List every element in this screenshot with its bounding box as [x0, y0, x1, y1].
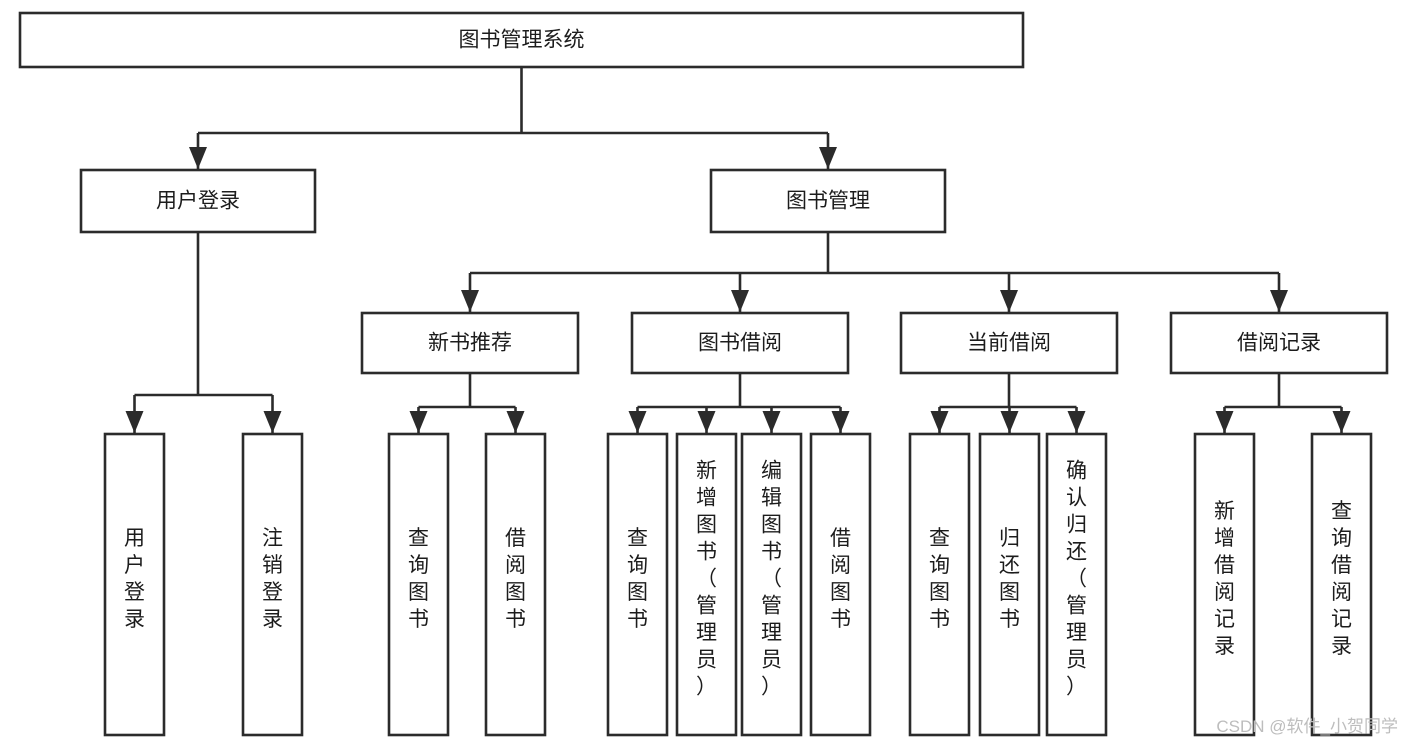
node-box-leaf-add-record: [1193, 432, 1256, 737]
node-box-leaf-user-login: [103, 432, 166, 737]
node-new-book-recommend[interactable]: 新书推荐: [360, 311, 580, 375]
csdn-watermark: CSDN @软件_小贺同学: [1216, 717, 1398, 736]
node-box-leaf-add-book: [675, 432, 738, 737]
node-label-leaf-confirm-return: 确认归还（管理员）: [1066, 460, 1087, 699]
arrow-icon-book-borrow: [731, 290, 749, 312]
node-label-book-borrow: 图书借阅: [698, 332, 782, 355]
arrow-icon-leaf-edit-book: [762, 411, 781, 433]
node-label-leaf-return-book: 归还图书: [999, 527, 1020, 631]
node-box-leaf-query-book-1: [387, 432, 450, 737]
node-label-book-management: 图书管理: [786, 190, 870, 213]
node-current-borrow[interactable]: 当前借阅: [899, 311, 1119, 375]
node-label-current-borrow: 当前借阅: [967, 332, 1051, 355]
node-leaf-user-login[interactable]: 用户登录: [103, 432, 166, 737]
arrow-icon-leaf-logout: [263, 411, 282, 433]
arrow-icon-current-borrow: [1000, 290, 1018, 312]
node-label-leaf-query-record: 查询借阅记录: [1331, 500, 1352, 658]
arrow-icon-user-login: [189, 147, 207, 169]
node-label-user-login: 用户登录: [156, 190, 240, 213]
arrow-icon-leaf-confirm-return: [1067, 411, 1086, 433]
node-label-leaf-logout: 注销登录: [262, 527, 283, 631]
node-box-leaf-return-book: [978, 432, 1041, 737]
node-box-leaf-confirm-return: [1045, 432, 1108, 737]
node-label-leaf-query-book-3: 查询图书: [929, 527, 950, 631]
node-book-management[interactable]: 图书管理: [709, 168, 947, 234]
node-leaf-confirm-return[interactable]: 确认归还（管理员）: [1045, 432, 1108, 737]
node-label-leaf-query-book-1: 查询图书: [408, 527, 429, 631]
node-leaf-borrow-book-1[interactable]: 借阅图书: [484, 432, 547, 737]
node-box-book-borrow: [630, 311, 850, 375]
arrow-icon-leaf-borrow-book-1: [506, 411, 525, 433]
node-label-leaf-borrow-book-2: 借阅图书: [830, 527, 851, 631]
node-label-root: 图书管理系统: [459, 29, 585, 52]
node-label-leaf-user-login: 用户登录: [124, 527, 145, 631]
node-user-login[interactable]: 用户登录: [79, 168, 317, 234]
node-label-leaf-add-book: 新增图书（管理员）: [696, 460, 717, 699]
node-box-leaf-logout: [241, 432, 304, 737]
arrow-icon-leaf-return-book: [1000, 411, 1019, 433]
node-leaf-logout[interactable]: 注销登录: [241, 432, 304, 737]
node-label-leaf-borrow-book-1: 借阅图书: [505, 527, 526, 631]
arrow-icon-leaf-query-book-3: [930, 411, 949, 433]
arrow-icon-leaf-query-record: [1332, 411, 1351, 433]
node-label-leaf-add-record: 新增借阅记录: [1214, 500, 1235, 658]
node-leaf-query-book-2[interactable]: 查询图书: [606, 432, 669, 737]
node-leaf-borrow-book-2[interactable]: 借阅图书: [809, 432, 872, 737]
node-leaf-add-record[interactable]: 新增借阅记录: [1193, 432, 1256, 737]
arrow-icon-leaf-user-login: [125, 411, 144, 433]
node-root[interactable]: 图书管理系统: [18, 11, 1025, 69]
arrow-icon-new-book-recommend: [461, 290, 479, 312]
node-box-root: [18, 11, 1025, 69]
node-borrow-record[interactable]: 借阅记录: [1169, 311, 1389, 375]
node-label-new-book-recommend: 新书推荐: [428, 332, 512, 355]
arrow-icon-book-management: [819, 147, 837, 169]
node-leaf-edit-book[interactable]: 编辑图书（管理员）: [740, 432, 803, 737]
node-leaf-add-book[interactable]: 新增图书（管理员）: [675, 432, 738, 737]
node-box-leaf-borrow-book-2: [809, 432, 872, 737]
node-box-borrow-record: [1169, 311, 1389, 375]
node-leaf-query-book-1[interactable]: 查询图书: [387, 432, 450, 737]
node-box-leaf-query-record: [1310, 432, 1373, 737]
arrow-icon-borrow-record: [1270, 290, 1288, 312]
node-layer: 图书管理系统用户登录图书管理新书推荐图书借阅当前借阅借阅记录用户登录注销登录查询…: [18, 11, 1389, 737]
node-box-leaf-edit-book: [740, 432, 803, 737]
node-box-leaf-query-book-2: [606, 432, 669, 737]
node-box-current-borrow: [899, 311, 1119, 375]
connector-layer: [125, 67, 1351, 433]
arrow-icon-leaf-add-record: [1215, 411, 1234, 433]
node-label-borrow-record: 借阅记录: [1237, 332, 1321, 355]
node-box-book-management: [709, 168, 947, 234]
node-box-user-login: [79, 168, 317, 234]
node-box-new-book-recommend: [360, 311, 580, 375]
node-label-leaf-query-book-2: 查询图书: [627, 527, 648, 631]
node-leaf-return-book[interactable]: 归还图书: [978, 432, 1041, 737]
arrow-icon-leaf-query-book-1: [409, 411, 428, 433]
node-book-borrow[interactable]: 图书借阅: [630, 311, 850, 375]
arrow-icon-leaf-add-book: [697, 411, 716, 433]
arrow-icon-leaf-query-book-2: [628, 411, 647, 433]
arrow-icon-leaf-borrow-book-2: [831, 411, 850, 433]
node-label-leaf-edit-book: 编辑图书（管理员）: [761, 460, 782, 699]
node-leaf-query-record[interactable]: 查询借阅记录: [1310, 432, 1373, 737]
node-box-leaf-query-book-3: [908, 432, 971, 737]
node-leaf-query-book-3[interactable]: 查询图书: [908, 432, 971, 737]
node-box-leaf-borrow-book-1: [484, 432, 547, 737]
